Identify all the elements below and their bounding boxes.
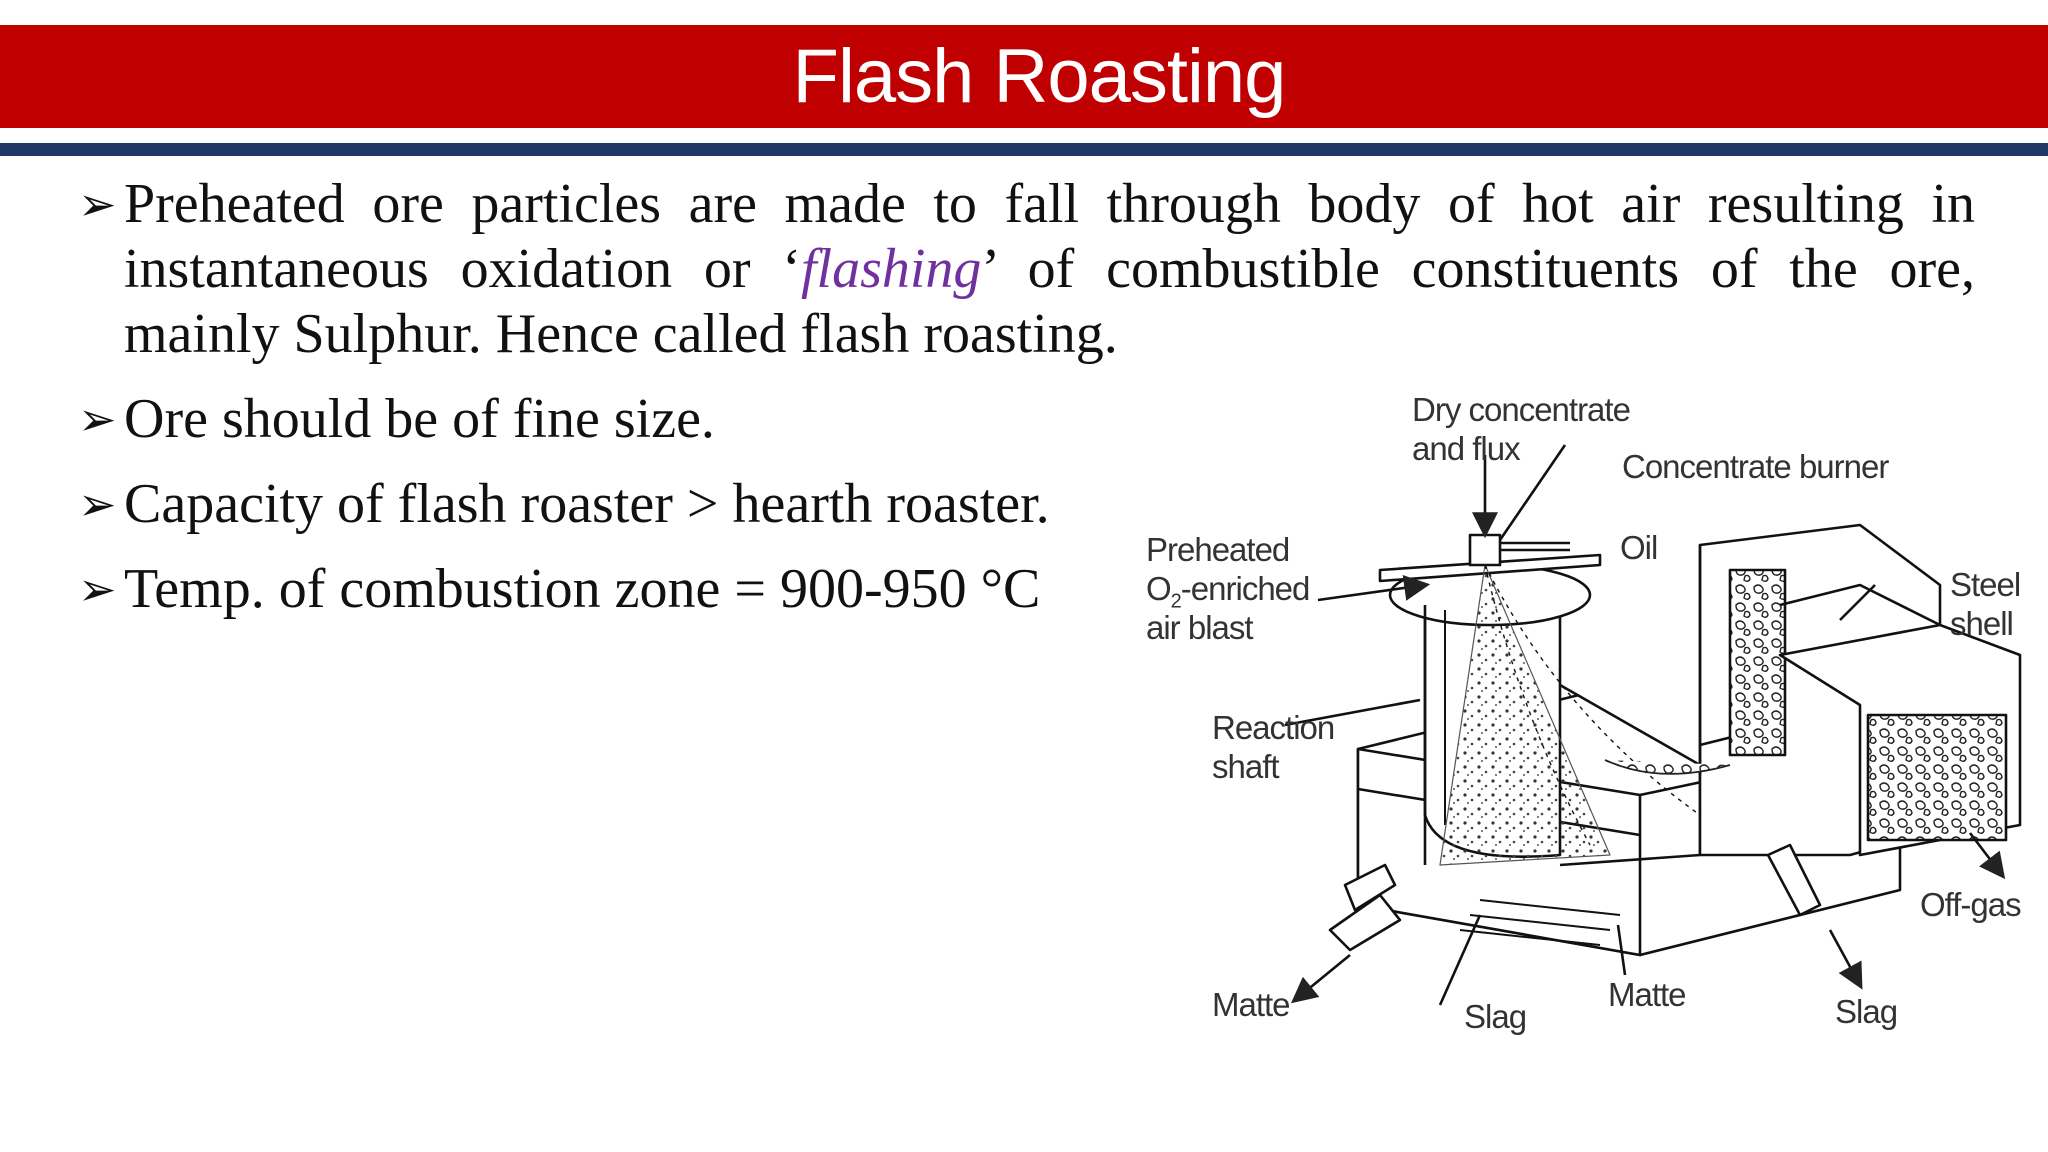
bullet-arrow-icon: ➢ xyxy=(78,562,117,616)
label-o2-sub: 2 xyxy=(1170,590,1182,613)
label-o2-enriched: O2-enriched xyxy=(1146,569,1311,622)
bullet-item: ➢ Capacity of flash roaster > hearth roa… xyxy=(78,472,1983,537)
slide-title: Flash Roasting xyxy=(792,34,1287,119)
bullet-text-part: ’ of combustible constituents of the ore… xyxy=(124,238,1975,365)
label-concentrate-burner: Concentrate burner xyxy=(1622,448,1889,485)
bullet-item: ➢ Preheated ore particles are made to fa… xyxy=(78,172,1983,367)
label-matte-middle: Matte xyxy=(1608,976,1687,1013)
flash-roaster-drawing xyxy=(1284,444,2022,1006)
label-shell: shell xyxy=(1950,605,2014,642)
bullet-text: Temp. of combustion zone = 900-950 °C xyxy=(124,558,1041,620)
bullet-arrow-icon: ➢ xyxy=(78,177,117,231)
label-off-gas: Off-gas xyxy=(1920,886,2022,923)
label-o2-rest: -enriched xyxy=(1180,570,1311,607)
label-reaction: Reaction xyxy=(1212,709,1335,746)
label-oil: Oil xyxy=(1620,529,1658,566)
bullet-item: ➢ Ore should be of fine size. xyxy=(78,387,1983,452)
bullet-text: Preheated ore particles are made to fall… xyxy=(124,173,1975,365)
title-bar: Flash Roasting xyxy=(0,25,2048,128)
bullet-arrow-icon: ➢ xyxy=(78,392,117,446)
label-preheated: Preheated xyxy=(1146,531,1290,568)
label-o2-o: O xyxy=(1146,570,1172,607)
label-slag-middle: Slag xyxy=(1464,998,1527,1035)
title-underline xyxy=(0,143,2048,156)
bullet-item: ➢ Temp. of combustion zone = 900-950 °C xyxy=(78,557,1983,622)
label-shaft: shaft xyxy=(1212,748,1280,785)
label-dry-concentrate: Dry concentrate xyxy=(1412,391,1631,428)
bullet-text: Ore should be of fine size. xyxy=(124,388,715,450)
label-and-flux: and flux xyxy=(1412,430,1521,467)
bullet-list: ➢ Preheated ore particles are made to fa… xyxy=(78,172,1983,622)
flashing-highlight: flashing xyxy=(800,238,982,300)
bullet-arrow-icon: ➢ xyxy=(78,477,117,531)
label-steel: Steel xyxy=(1950,566,2021,603)
label-matte-left: Matte xyxy=(1212,986,1291,1023)
label-air-blast: air blast xyxy=(1146,609,1254,646)
flash-roaster-diagram: Dry concentrate and flux Concentrate bur… xyxy=(1140,385,2030,1050)
label-slag-right: Slag xyxy=(1835,993,1898,1030)
bullet-text-part: Preheated ore particles are made to fall… xyxy=(124,173,1975,300)
bullet-text: Capacity of flash roaster > hearth roast… xyxy=(124,473,1050,535)
